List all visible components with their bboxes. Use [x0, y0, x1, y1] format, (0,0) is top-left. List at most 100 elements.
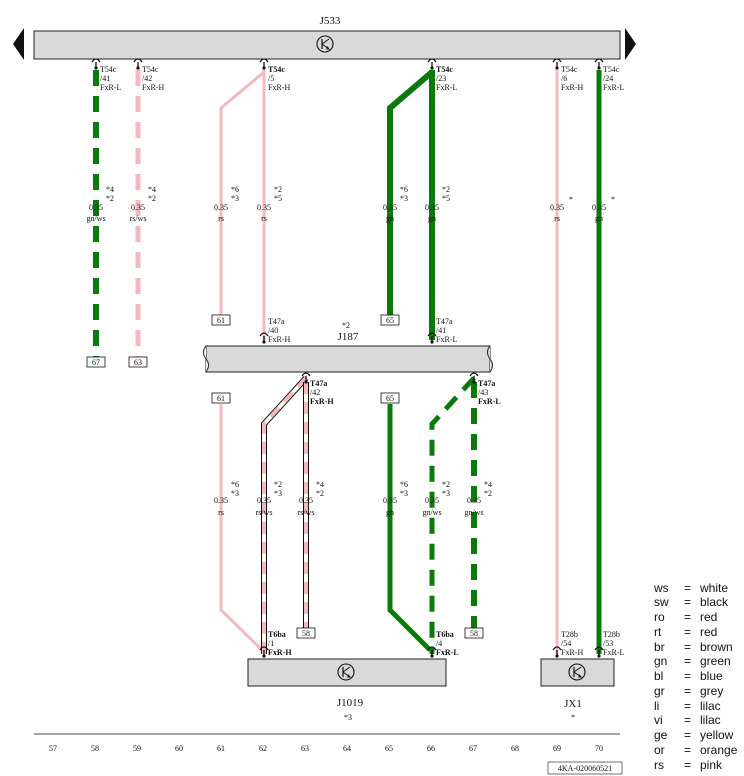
svg-text:T47a: T47a	[478, 379, 495, 388]
svg-text:T28b: T28b	[603, 630, 620, 639]
legend-row: gn=green	[654, 654, 731, 668]
svg-text:58: 58	[91, 744, 99, 753]
svg-text:rs: rs	[554, 214, 560, 223]
wire-annotation: *4 *2 0.35 rs/ws	[130, 185, 156, 223]
wire-annotation: *2 *5 0.35 rs	[257, 185, 282, 223]
connector-label: T47a /42 FxR-H	[310, 379, 334, 406]
svg-text:60: 60	[175, 744, 183, 753]
svg-text:/1: /1	[268, 639, 274, 648]
svg-text:58: 58	[302, 629, 310, 638]
wire-annotation: *2 *3 0.35 gn/ws	[422, 480, 450, 517]
svg-text:*4: *4	[484, 480, 492, 489]
doc-id-box	[547, 761, 623, 775]
svg-text:0.35: 0.35	[89, 203, 103, 212]
pin-ground-icon	[259, 58, 269, 71]
svg-text:*4: *4	[148, 185, 156, 194]
svg-text:66: 66	[427, 744, 435, 753]
svg-text:gn/ws: gn/ws	[86, 214, 105, 223]
svg-text:0.35: 0.35	[550, 203, 564, 212]
pin-ground-icon	[594, 58, 604, 71]
reference-box[interactable]: 65	[380, 314, 400, 326]
svg-text:FxR-H: FxR-H	[142, 83, 164, 92]
svg-text:T54c: T54c	[603, 65, 620, 74]
svg-text:grey: grey	[700, 684, 723, 698]
svg-text:/41: /41	[436, 326, 446, 335]
svg-text:ws: ws	[653, 581, 669, 595]
pin-ground-icon	[427, 58, 437, 71]
svg-text:/41: /41	[100, 74, 110, 83]
svg-text:gr: gr	[654, 684, 665, 698]
svg-text:*: *	[611, 195, 615, 204]
svg-text:li: li	[654, 699, 659, 713]
wire-annotation: *6 *3 0.35 rs	[214, 480, 239, 517]
reference-box[interactable]: 58	[464, 627, 484, 639]
svg-text:rt: rt	[654, 625, 662, 639]
svg-text:*6: *6	[231, 185, 239, 194]
j533-label: J533	[320, 15, 341, 27]
connector-label: T28b /53 FxR-L	[603, 630, 624, 657]
connector-label: T54c /41 FxR-L	[100, 65, 121, 92]
svg-text:67: 67	[92, 358, 100, 367]
legend-row: sw=black	[654, 595, 729, 609]
svg-text:70: 70	[595, 744, 603, 753]
svg-text:T6ba: T6ba	[268, 630, 286, 639]
legend-row: rt=red	[654, 625, 717, 639]
svg-text:/40: /40	[268, 326, 278, 335]
svg-text:*3: *3	[400, 489, 408, 498]
svg-text:61: 61	[217, 316, 225, 325]
svg-text:*2: *2	[484, 489, 492, 498]
svg-text:T28b: T28b	[561, 630, 578, 639]
svg-text:64: 64	[343, 744, 351, 753]
svg-text:*5: *5	[442, 194, 450, 203]
reference-box[interactable]: 65	[380, 392, 400, 404]
wire-annotation: *2 *5 0.35 gn	[425, 185, 450, 223]
svg-text:/42: /42	[310, 388, 320, 397]
svg-text:=: =	[684, 610, 691, 624]
svg-text:*2: *2	[274, 185, 282, 194]
svg-text:T47a: T47a	[268, 317, 285, 326]
svg-text:65: 65	[386, 394, 394, 403]
svg-text:white: white	[699, 581, 728, 595]
svg-text:FxR-H: FxR-H	[310, 397, 334, 406]
reference-box[interactable]: 63	[128, 356, 148, 368]
legend-row: br=brown	[654, 640, 733, 654]
svg-text:=: =	[684, 743, 691, 757]
svg-text:0.35: 0.35	[383, 496, 397, 505]
svg-text:=: =	[684, 581, 691, 595]
legend-row: li=lilac	[654, 699, 721, 713]
j1019-label: J1019	[337, 697, 364, 709]
svg-text:vi: vi	[654, 713, 663, 727]
svg-text:FxR-L: FxR-L	[436, 335, 457, 344]
connector-label: T54c /6 FxR-H	[561, 65, 583, 92]
svg-text:68: 68	[511, 744, 519, 753]
svg-text:0.35: 0.35	[467, 496, 481, 505]
pin-ground-icon	[91, 58, 101, 71]
svg-text:pink: pink	[700, 758, 723, 772]
svg-text:FxR-L: FxR-L	[603, 648, 624, 657]
svg-text:61: 61	[217, 394, 225, 403]
svg-text:red: red	[700, 610, 717, 624]
svg-text:T6ba: T6ba	[436, 630, 454, 639]
reference-box[interactable]: 61	[211, 392, 231, 404]
reference-box[interactable]: 61	[211, 314, 231, 326]
svg-text:/24: /24	[603, 74, 613, 83]
doc-id: 4KA-020060521	[558, 764, 612, 773]
svg-text:gn: gn	[595, 214, 603, 223]
svg-text:T47a: T47a	[310, 379, 327, 388]
connector-label: T28b /54 FxR-H	[561, 630, 583, 657]
wire-annotation: *4 *2 0.35 gn/ws	[86, 185, 114, 223]
reference-box[interactable]: 67	[86, 356, 106, 368]
svg-text:63: 63	[134, 358, 142, 367]
svg-text:*6: *6	[400, 185, 408, 194]
svg-text:/43: /43	[478, 388, 488, 397]
reference-box[interactable]: 58	[296, 627, 316, 639]
svg-text:blue: blue	[700, 669, 723, 683]
svg-text:rs: rs	[654, 758, 664, 772]
right-arrow	[625, 28, 636, 60]
connector-label: T54c /5 FxR-H	[268, 65, 290, 92]
svg-text:FxR-L: FxR-L	[100, 83, 121, 92]
svg-text:=: =	[684, 758, 691, 772]
svg-text:*3: *3	[231, 489, 239, 498]
j533-bar	[33, 30, 621, 60]
svg-text:lilac: lilac	[700, 699, 721, 713]
